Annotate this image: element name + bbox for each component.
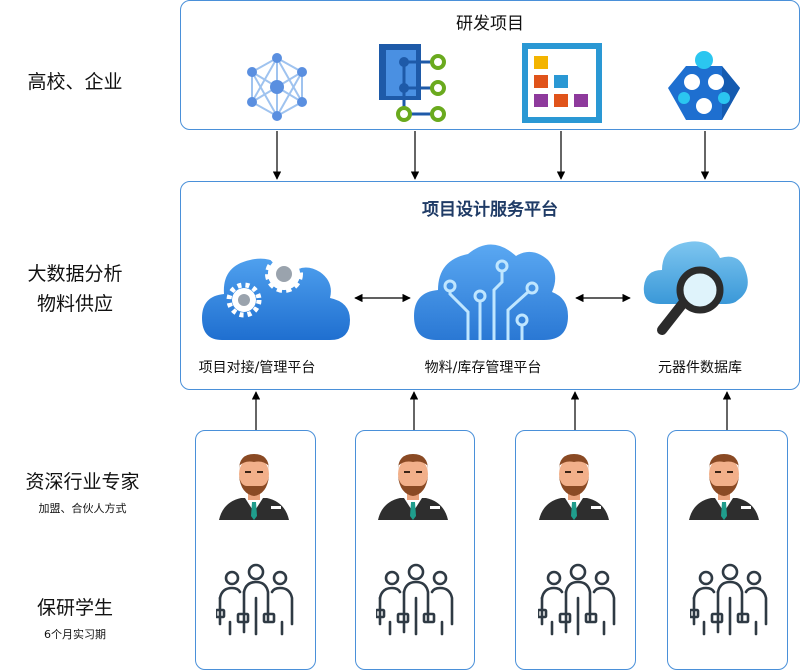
student-team-icon (376, 563, 454, 636)
platform-item-label: 项目对接/管理平台 (198, 360, 316, 376)
expert-avatar (378, 454, 448, 520)
student-team-icon (690, 563, 768, 636)
cloud-gears-icon (202, 255, 350, 340)
student-team-icon (216, 563, 294, 636)
cloud-search-icon (643, 241, 748, 335)
label-big-data: 大数据分析 (27, 263, 123, 285)
label-materials: 物料供应 (36, 293, 113, 315)
label-students-sub: 6个月实习期 (44, 628, 106, 641)
workflow-icon (379, 44, 446, 122)
expert-avatar (219, 454, 289, 520)
platform-item-label: 元器件数据库 (658, 360, 742, 376)
cloud-circuit-icon (414, 244, 568, 340)
kanban-icon (522, 43, 602, 123)
expert-avatar (539, 454, 609, 520)
platform-item-label: 物料/库存管理平台 (424, 360, 542, 376)
network-icon (247, 53, 307, 121)
student-team-icon (538, 563, 616, 636)
research-projects-title: 研发项目 (456, 14, 524, 34)
expert-avatar (689, 454, 759, 520)
label-universities: 高校、企业 (27, 71, 123, 93)
cluster-icon (668, 51, 740, 120)
label-students: 保研学生 (36, 597, 113, 619)
service-platform-title: 项目设计服务平台 (422, 200, 558, 220)
label-experts-sub: 加盟、合伙人方式 (38, 502, 127, 515)
label-experts: 资深行业专家 (25, 471, 140, 493)
